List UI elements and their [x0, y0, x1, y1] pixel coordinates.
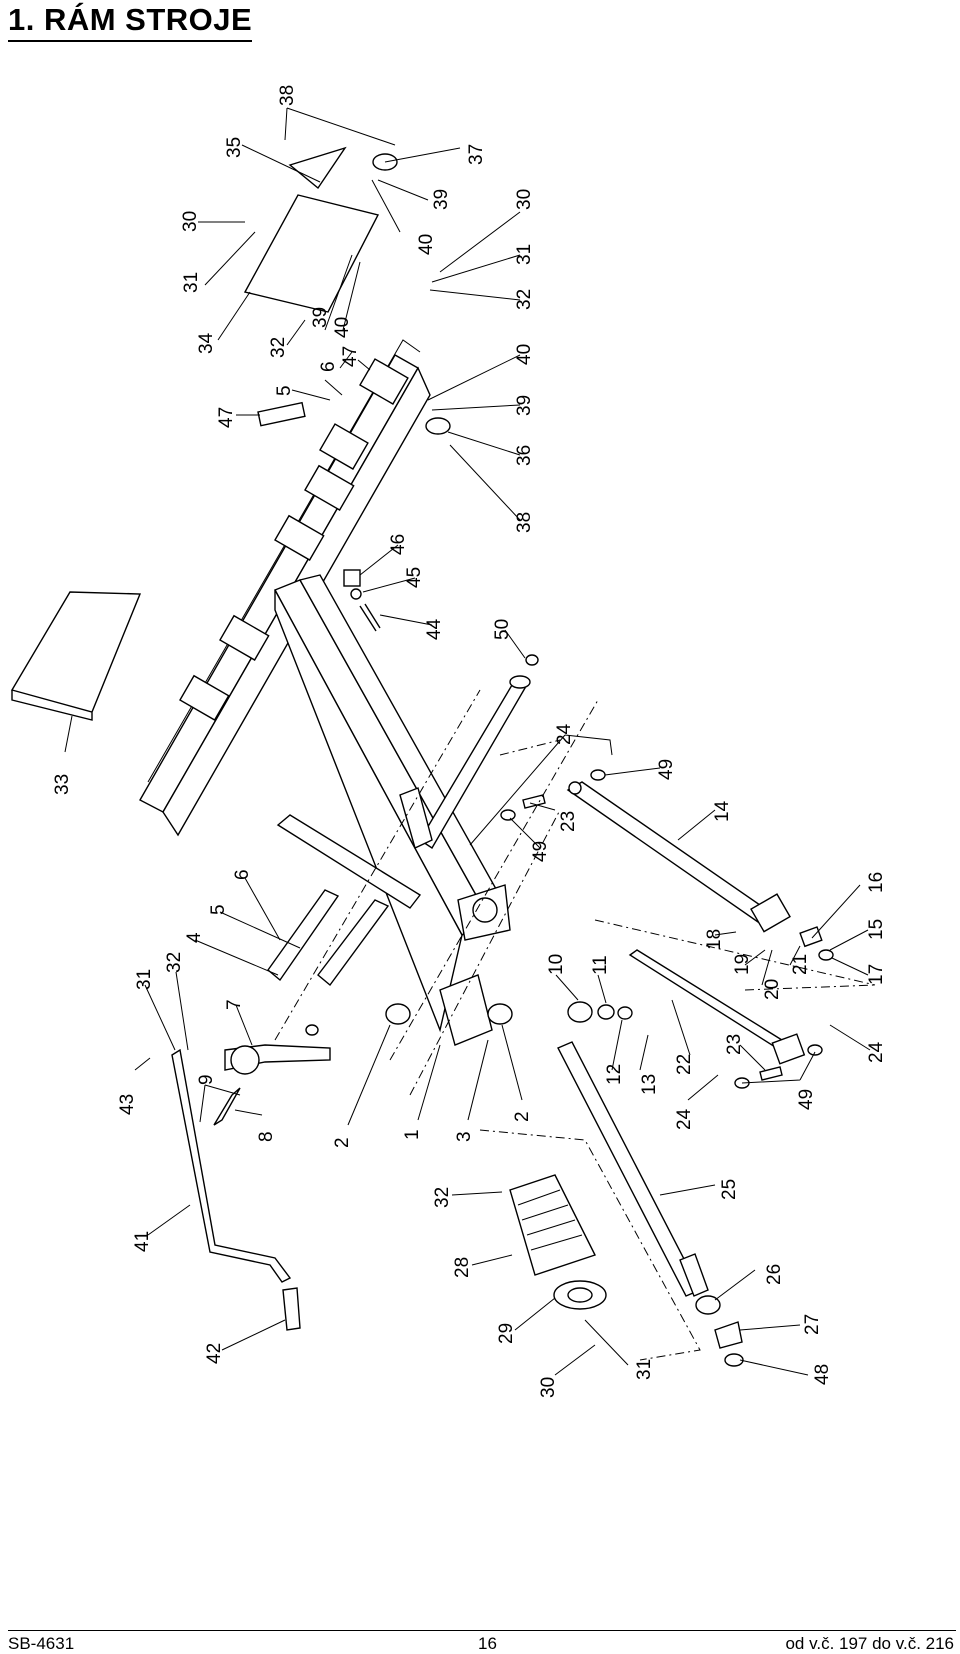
callout: 48 — [812, 1364, 833, 1385]
crank-handle-41 — [171, 1048, 301, 1331]
drive-shaft-25 — [557, 1041, 744, 1367]
rod-22 — [628, 949, 806, 1065]
page-title: 1. RÁM STROJE — [8, 2, 253, 42]
callout: 6 — [232, 869, 253, 880]
callout: 11 — [590, 955, 611, 975]
callout: 35 — [224, 137, 245, 158]
callout: 42 — [204, 1343, 225, 1364]
callout: 40 — [332, 317, 353, 338]
callout: 30 — [180, 211, 201, 232]
callout: 31 — [514, 244, 535, 265]
callout: 44 — [424, 618, 445, 640]
callout: 24 — [674, 1108, 695, 1130]
callout: 28 — [452, 1257, 473, 1278]
callout: 30 — [538, 1377, 559, 1398]
callout: 40 — [514, 344, 535, 365]
callout: 14 — [712, 800, 733, 822]
document-code: SB-4631 — [8, 1634, 75, 1653]
beam-brackets — [179, 358, 409, 721]
mounting-plate — [10, 591, 142, 721]
side-arm-14 — [566, 781, 834, 961]
callout: 49 — [530, 841, 551, 862]
callout: 37 — [466, 144, 487, 165]
drawbar-beam — [274, 574, 511, 1046]
callout: 49 — [656, 759, 677, 780]
callout: 8 — [256, 1131, 277, 1142]
callout: 2 — [332, 1137, 353, 1148]
page-number: 16 — [478, 1634, 497, 1653]
callout: 36 — [514, 445, 535, 466]
callout: 49 — [796, 1089, 817, 1110]
callout: 23 — [558, 811, 579, 832]
callout: 3 — [454, 1131, 475, 1142]
serial-range: od v.č. 197 do v.č. 216 — [785, 1634, 954, 1653]
callout: 46 — [388, 534, 409, 555]
reflector-disc-2 — [425, 417, 451, 435]
callout: 30 — [514, 189, 535, 210]
callout: 34 — [196, 332, 217, 354]
reflector-triangle — [288, 146, 347, 190]
callout: 24 — [866, 1041, 887, 1063]
callout: 45 — [404, 567, 425, 588]
callout: 31 — [634, 1359, 655, 1380]
callout: 32 — [432, 1187, 453, 1208]
callout: 47 — [216, 407, 237, 428]
callout: 7 — [224, 999, 245, 1010]
callout: 1 — [402, 1129, 423, 1140]
callout: 18 — [704, 929, 725, 950]
callout: 24 — [554, 723, 575, 745]
shaft-cover-28 — [509, 1174, 607, 1310]
callout: 43 — [117, 1094, 138, 1115]
footer-divider — [8, 1630, 956, 1631]
callout: 13 — [639, 1074, 660, 1095]
callout: 5 — [208, 904, 229, 915]
callout: 31 — [181, 272, 202, 293]
callout: 50 — [492, 619, 513, 640]
leader-lines — [64, 107, 871, 1376]
callout: 16 — [866, 872, 887, 893]
callout: 32 — [268, 337, 289, 358]
callout: 47 — [340, 346, 361, 367]
callout: 39 — [310, 307, 331, 328]
callout: 26 — [764, 1264, 785, 1285]
callout: 9 — [196, 1074, 217, 1085]
callout: 15 — [866, 919, 887, 940]
callout: 39 — [514, 395, 535, 416]
callout: 12 — [604, 1064, 625, 1085]
callout: 32 — [164, 952, 185, 973]
callout: 23 — [724, 1034, 745, 1055]
callout: 6 — [318, 361, 339, 372]
callout: 2 — [512, 1111, 533, 1122]
callout: 17 — [866, 964, 887, 985]
callout: 38 — [514, 512, 535, 533]
callout: 39 — [431, 189, 452, 210]
callout: 27 — [802, 1314, 823, 1335]
callout: 40 — [416, 234, 437, 255]
part-callouts: 38 35 37 30 39 40 31 30 31 32 34 32 39 4… — [52, 85, 887, 1398]
cross-member — [276, 654, 539, 909]
callout: 29 — [496, 1323, 517, 1344]
callout: 10 — [546, 954, 567, 975]
exploded-parts-diagram: 38 35 37 30 39 40 31 30 31 32 34 32 39 4… — [10, 85, 887, 1398]
callout: 41 — [132, 1231, 153, 1252]
callout: 32 — [514, 289, 535, 310]
callout: 4 — [184, 932, 205, 943]
callout: 38 — [277, 85, 298, 106]
callout: 25 — [719, 1179, 740, 1200]
callout: 21 — [790, 954, 811, 975]
callout: 5 — [274, 385, 295, 396]
warning-board — [243, 194, 380, 313]
callout: 19 — [732, 954, 753, 975]
callout: 22 — [674, 1054, 695, 1075]
callout: 31 — [134, 969, 155, 990]
callout: 20 — [762, 979, 783, 1000]
callout: 33 — [52, 774, 73, 795]
